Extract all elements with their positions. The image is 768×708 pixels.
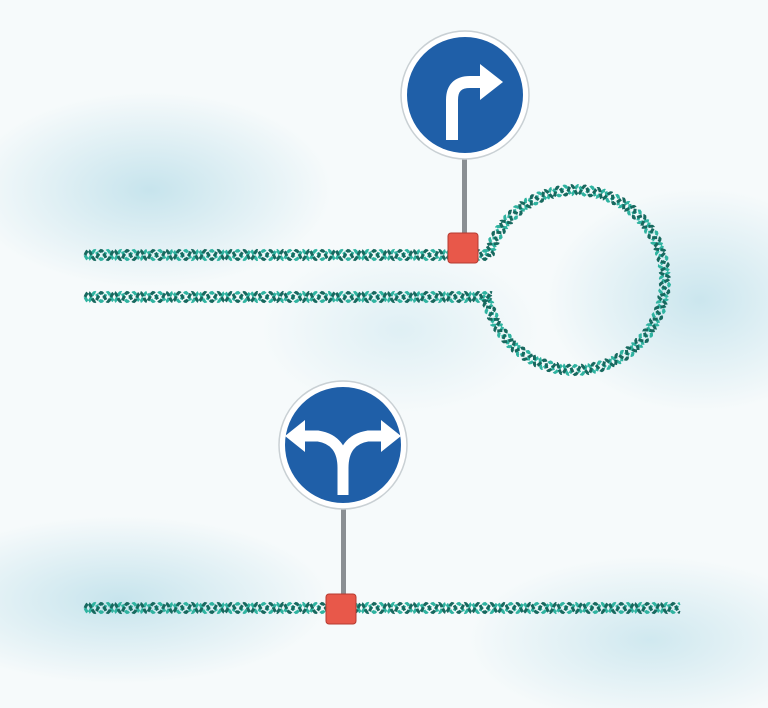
bottom-sign-face [285, 387, 401, 503]
top-sign [400, 30, 530, 264]
top-dna-loop-strand [83, 183, 672, 377]
dna-backbone [83, 183, 672, 377]
bottom-sign-pole [341, 505, 346, 600]
dna-backbone [83, 290, 493, 304]
turn-right-arrow-icon [446, 64, 503, 140]
bottom-anchor-block [325, 593, 357, 625]
top-anchor-block [447, 232, 479, 264]
dna-backbone [83, 601, 681, 615]
bottom-sign [278, 380, 408, 625]
dna-backbone [83, 290, 493, 304]
dna-backbone [83, 601, 681, 615]
dna-strands [83, 183, 681, 615]
top-sign-face [407, 37, 523, 153]
fork-left-right-arrow-icon [285, 420, 401, 495]
dna-backbone [83, 183, 672, 376]
bottom-dna-strand [83, 601, 681, 615]
top-dna-return-strand [83, 290, 493, 304]
top-sign-pole [462, 150, 467, 245]
